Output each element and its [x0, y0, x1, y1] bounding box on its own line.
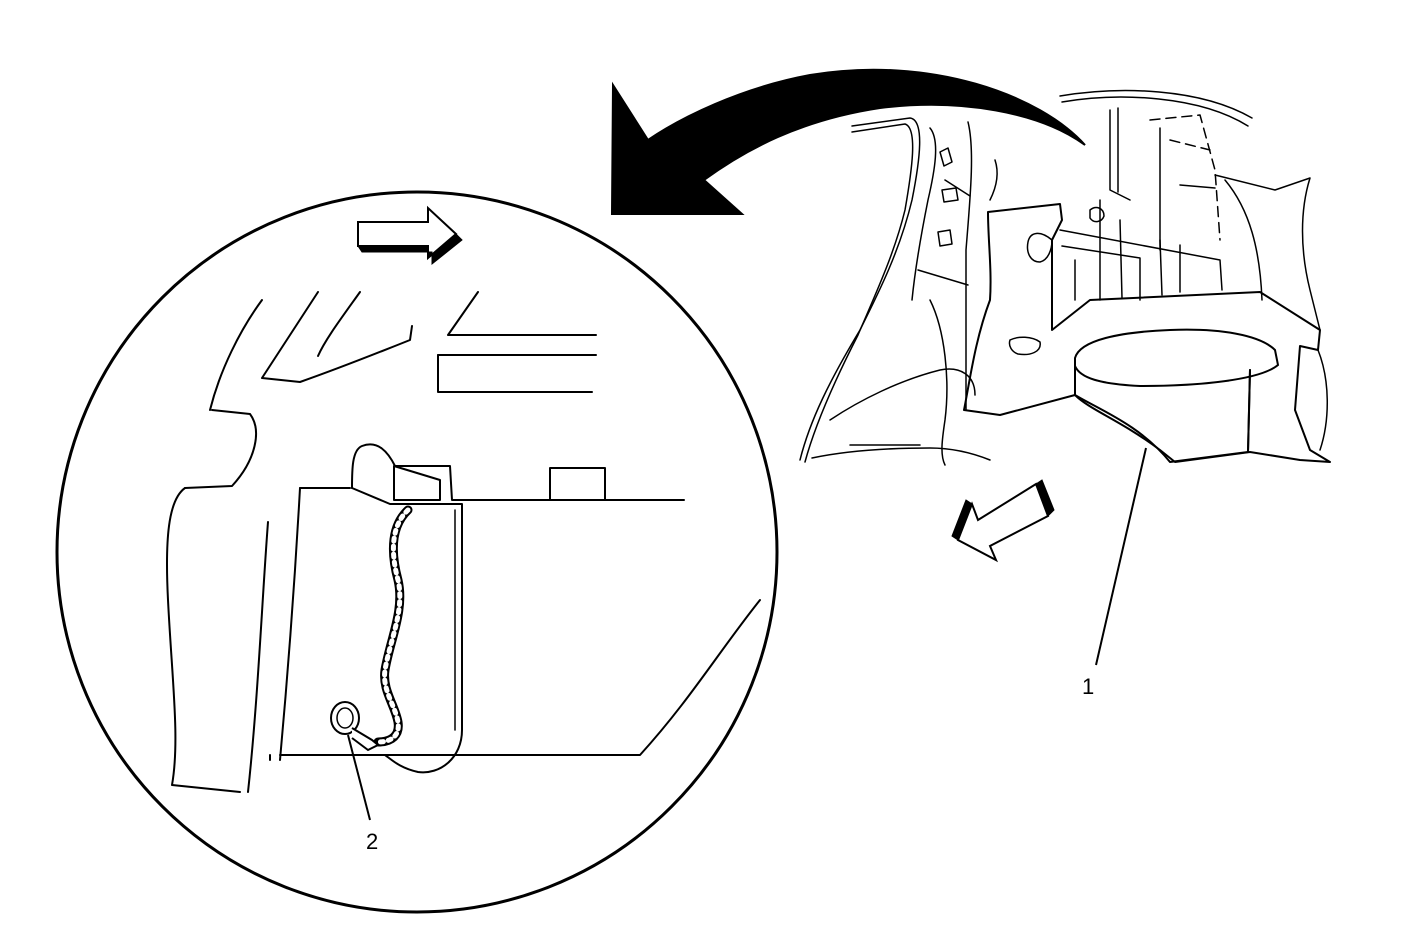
callout-1: 1 — [1082, 447, 1147, 699]
detail-view-circle — [55, 190, 779, 914]
callout-label-1: 1 — [1082, 674, 1094, 699]
callout-2: 2 — [347, 734, 378, 854]
arrow-right-icon — [357, 205, 463, 266]
lamp-socket — [330, 701, 380, 752]
callout-label-2: 2 — [366, 829, 378, 854]
trim-panel-detail — [166, 291, 761, 793]
vehicle-interior-overview — [799, 89, 1331, 466]
rear-storage-compartment — [1074, 328, 1280, 463]
arrow-down-left-icon — [951, 479, 1055, 563]
curved-arrow-icon — [610, 68, 1086, 215]
